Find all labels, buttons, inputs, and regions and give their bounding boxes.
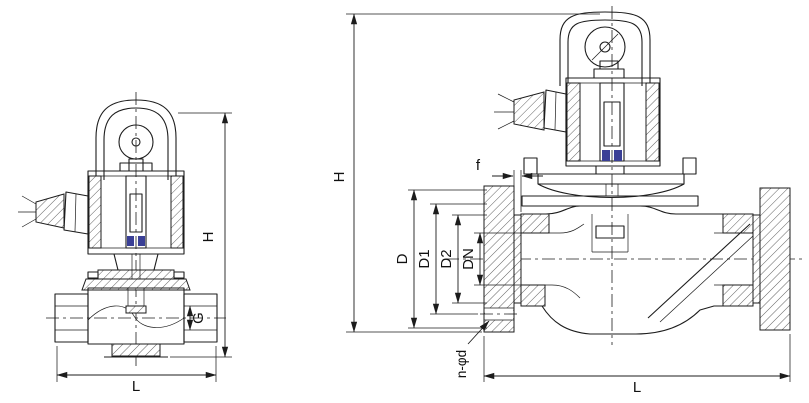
right-valve-dimensions: H f D D1 D2 DN n-φd L xyxy=(331,13,791,396)
dim-label-l-right: L xyxy=(633,379,641,396)
dim-label-n-phi-d: n-φd xyxy=(454,350,469,378)
dim-label-l-left: L xyxy=(132,378,140,395)
dim-label-d2: D2 xyxy=(438,249,455,268)
right-valve-figure xyxy=(446,6,802,345)
dim-label-dn: DN xyxy=(460,248,477,270)
left-valve-dimensions: H G L xyxy=(56,112,232,395)
dim-label-f: f xyxy=(476,157,481,174)
left-valve-figure xyxy=(18,92,226,366)
dim-label-d1: D1 xyxy=(416,249,433,268)
dim-label-d: D xyxy=(394,253,411,264)
dim-label-h-left: H xyxy=(200,232,217,243)
dim-label-h-right: H xyxy=(331,172,348,183)
dim-label-g-left: G xyxy=(190,312,207,324)
